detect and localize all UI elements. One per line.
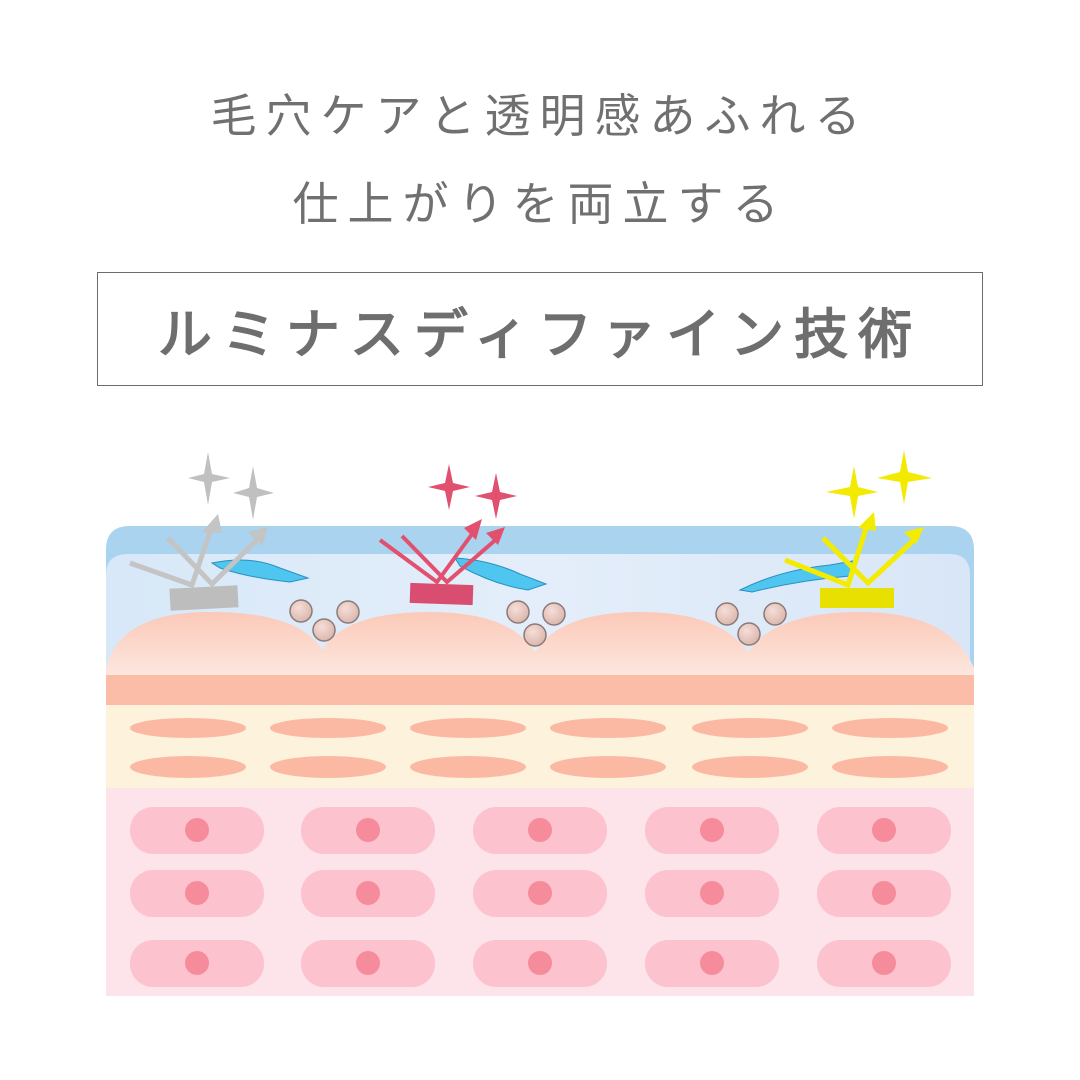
yellow-reflection: [784, 512, 924, 608]
fat-layer: [106, 705, 974, 788]
headline-line-1: 毛穴ケアと透明感あふれる: [210, 89, 870, 143]
basal-layer: [106, 675, 974, 705]
gray-sparkle-icon: [188, 452, 274, 520]
dermis-cells: [130, 807, 951, 987]
pore-particles: [289, 599, 787, 647]
skin-cross-section-diagram: [0, 430, 1080, 1030]
pink-sparkle-icon: [428, 464, 517, 519]
pink-reflection: [378, 519, 505, 606]
fibers: [210, 557, 859, 593]
gray-reflection: [129, 514, 268, 611]
headline-line-2: 仕上がりを両立する: [292, 177, 788, 231]
fat-cells: [130, 718, 948, 778]
yellow-sparkle-icon: [826, 450, 932, 519]
technology-title: ルミナスディファイン技術: [157, 302, 923, 366]
epidermis-bumps: [106, 612, 974, 680]
technology-title-box: ルミナスディファイン技術: [97, 272, 983, 386]
